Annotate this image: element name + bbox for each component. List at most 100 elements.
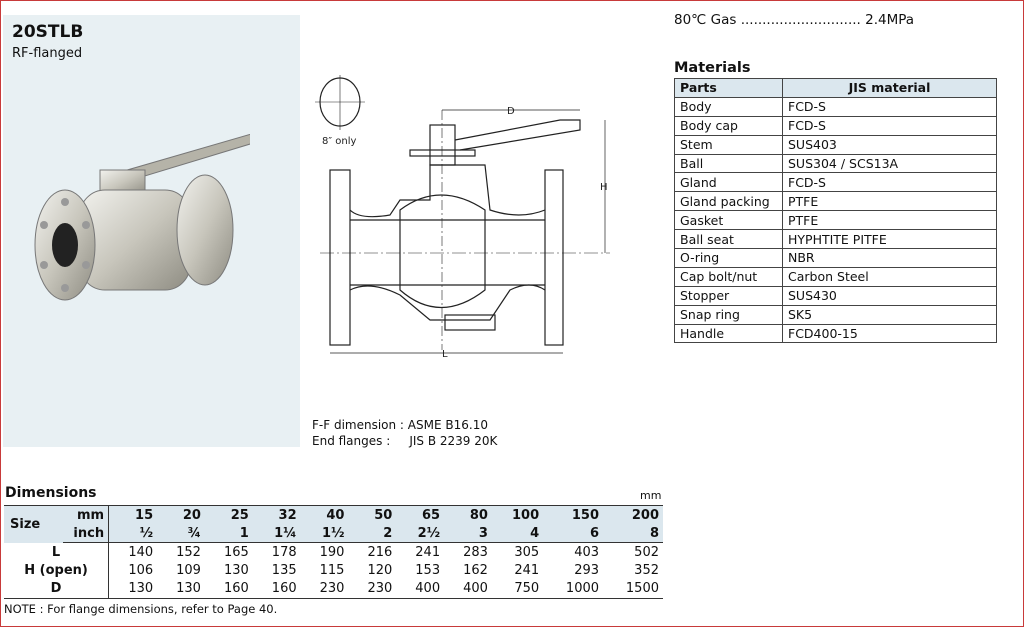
dimension-value: 230 [300,579,349,599]
spec-flanges: End flanges : JIS B 2239 20K [312,434,497,448]
material-value: SUS304 / SCS13A [782,153,997,174]
dimension-value: 160 [204,579,253,599]
size-inch: 4 [491,524,544,543]
part-name: Gland packing [674,191,783,212]
size-inch: 8 [603,524,663,543]
dimension-value: 130 [223,562,249,578]
material-value: SUS430 [782,285,997,306]
dimension-value: 241 [415,544,441,560]
dimension-value: 400 [444,579,492,599]
mm-label: mm [62,505,110,524]
dimension-value: 352 [634,562,659,578]
dimensions-unit: mm [640,489,662,502]
dimension-value: 135 [271,562,297,578]
dimension-value: 283 [463,544,488,560]
dimension-value: 152 [176,544,201,560]
dimension-value: 190 [319,544,345,560]
material-value: FCD400-15 [782,323,997,344]
material-value: SUS403 [782,134,997,155]
part-name: O-ring [674,248,783,268]
size-inch: 1 [204,524,253,543]
size-inch: ¾ [157,524,205,543]
size-mm: 50 [348,505,397,524]
part-name: Handle [674,323,783,344]
dimension-value: 293 [574,562,600,578]
size-mm: 200 [603,505,663,524]
size-mm: 25 [204,505,253,524]
dimension-value: 305 [514,544,540,560]
dimension-value: 403 [574,544,600,560]
spec-label: End flanges : [312,434,391,448]
dimension-value: 120 [367,562,393,578]
dimension-value: 130 [108,579,158,599]
part-name: Body [674,96,783,117]
dimension-value: 216 [367,544,393,560]
size-inch: 3 [444,524,492,543]
dim-d-label: D [507,106,515,117]
dim-l-label: L [442,349,448,360]
part-name: Ball seat [674,229,783,250]
size-mm: 150 [543,505,604,524]
size-mm: 100 [491,505,544,524]
dimension-value: 115 [319,562,345,578]
part-name: Stopper [674,285,783,306]
size-mm: 32 [252,505,301,524]
material-value: SK5 [782,304,997,325]
size-inch: ½ [108,524,158,543]
size-inch: 2 [348,524,397,543]
dimension-value: 400 [396,579,445,599]
dimensions-title: Dimensions [5,485,97,501]
material-value: PTFE [782,191,997,212]
dimension-value: 750 [491,579,544,599]
dimension-value: 230 [348,579,397,599]
dimension-value: 162 [463,562,488,578]
part-name: Snap ring [674,304,783,325]
pressure-rating: 80℃ Gas ............................ 2.4… [674,12,915,28]
dimension-value: 165 [223,544,249,560]
spec-value: ASME B16.10 [407,418,488,432]
material-value: Carbon Steel [782,266,997,287]
inset-label: 8″ only [322,136,357,147]
dimension-value: 502 [634,544,659,560]
material-value: PTFE [782,210,997,231]
dimension-value: 178 [271,544,297,560]
material-value: FCD-S [782,172,997,193]
size-mm: 65 [396,505,445,524]
dimension-value: 130 [157,579,205,599]
material-value: FCD-S [782,115,997,136]
material-value: FCD-S [782,96,997,117]
dimension-value: 153 [415,562,441,578]
material-value: HYPHTITE PITFE [782,229,997,250]
size-inch: 2½ [396,524,445,543]
valve-drawing: 8″ only D H L [315,75,610,360]
size-label: Size [4,505,63,543]
dimension-label: H (open) [4,561,110,580]
size-mm: 40 [300,505,349,524]
part-name: Stem [674,134,783,155]
valve-photo [34,133,250,301]
part-name: Gasket [674,210,783,231]
part-name: Gland [674,172,783,193]
dimension-value: 1000 [543,579,604,599]
dimension-value: 109 [176,562,201,578]
part-name: Ball [674,153,783,174]
dimension-value: 160 [252,579,301,599]
product-type: RF-flanged [12,46,83,61]
material-value: NBR [782,248,997,268]
